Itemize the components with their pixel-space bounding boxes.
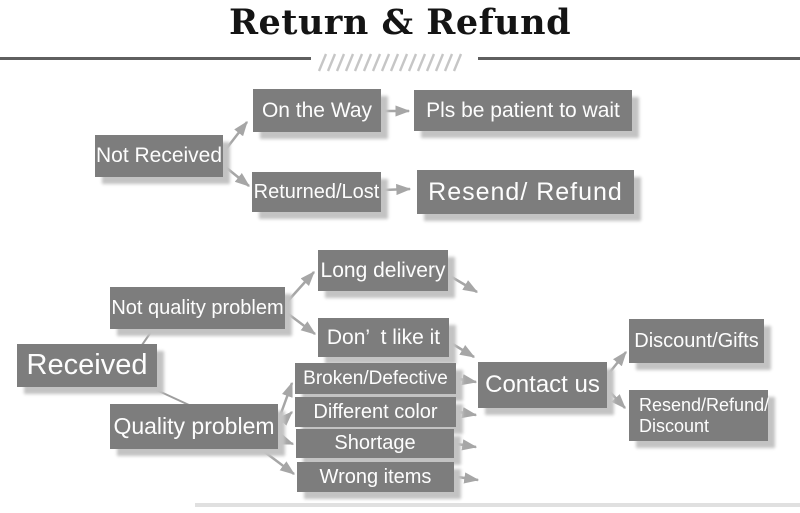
page-title: Return & Refund xyxy=(228,2,572,43)
node-long-delivery: Long delivery xyxy=(318,250,448,291)
node-pls-be-patient: Pls be patient to wait xyxy=(414,90,632,131)
node-resend-refund: Resend/ Refund xyxy=(417,170,634,214)
hatch-decoration xyxy=(317,53,463,72)
bottom-divider-line xyxy=(195,503,800,507)
node-returned-lost: Returned/Lost xyxy=(252,172,381,212)
node-received: Received xyxy=(17,344,157,387)
divider-line-right xyxy=(478,57,800,60)
node-not-quality-problem: Not quality problem xyxy=(110,287,285,329)
divider-line-left xyxy=(0,57,311,60)
node-on-the-way: On the Way xyxy=(253,89,381,132)
node-broken-defective: Broken/Defective xyxy=(295,363,456,394)
node-resend-refund-discount: Resend/Refund/ Discount xyxy=(629,390,769,441)
node-different-color: Different color xyxy=(295,397,456,427)
node-not-received: Not Received xyxy=(95,135,223,177)
node-quality-problem: Quality problem xyxy=(110,404,278,449)
node-contact-us: Contact us xyxy=(478,362,607,408)
node-dont-like-it: Don’ t like it xyxy=(318,318,449,357)
node-shortage: Shortage xyxy=(296,429,454,458)
node-wrong-items: Wrong items xyxy=(297,462,454,492)
node-discount-gifts: Discount/Gifts xyxy=(629,319,764,363)
